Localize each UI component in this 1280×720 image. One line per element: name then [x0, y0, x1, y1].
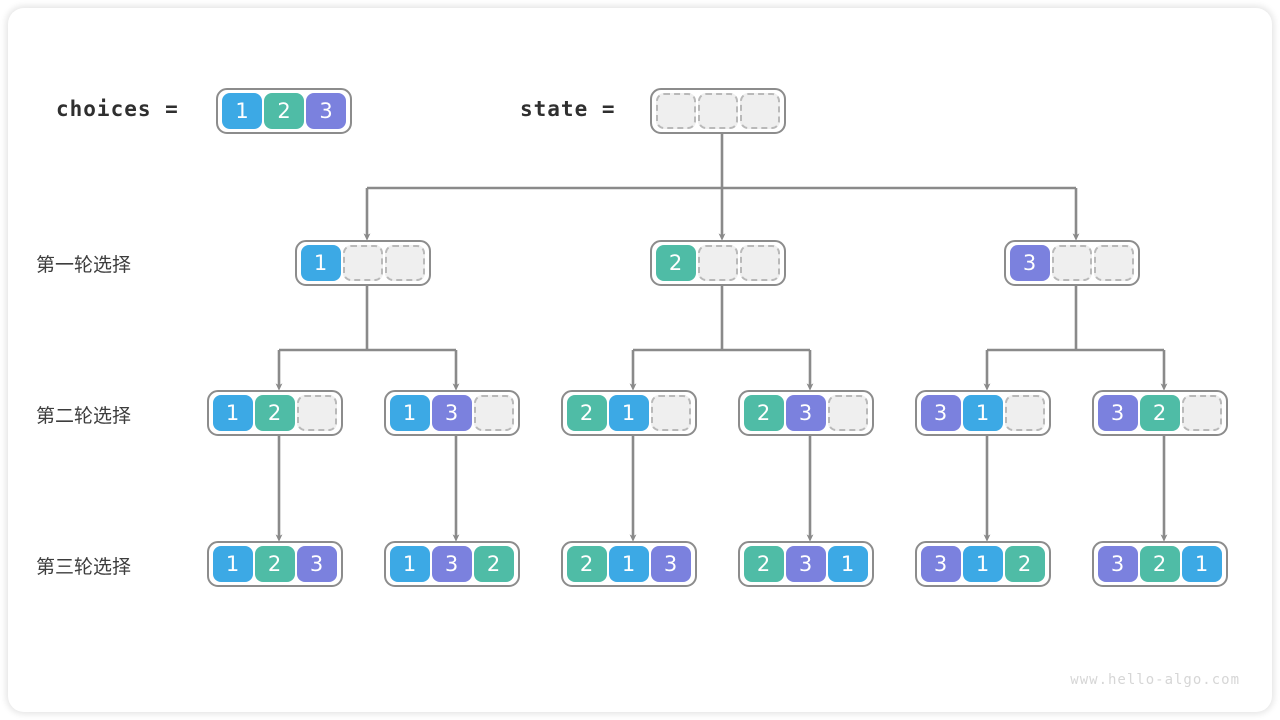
level-1-node-2-empty-cell-2: [739, 245, 780, 281]
level-2-node-3-cell-0: 2: [566, 395, 607, 431]
level-2-node-2-empty-cell-2: [473, 395, 514, 431]
level-2-node-3-cell-1: 1: [608, 395, 649, 431]
level-2-node-4-cell-1: 3: [785, 395, 826, 431]
state-node-level-1-2: 2: [649, 240, 786, 286]
level-1-node-2-cell-0: 2: [655, 245, 696, 281]
level-2-node-3-empty-cell-2: [650, 395, 691, 431]
level-1-node-1-empty-cell-2: [384, 245, 425, 281]
row-label-round-2: 第二轮选择: [36, 405, 132, 427]
state-empty-cell-1: [698, 93, 738, 129]
level-3-node-3-cell-2: 3: [650, 546, 691, 582]
level-3-node-1-cell-2: 3: [296, 546, 337, 582]
state-array: [650, 88, 786, 134]
level-2-node-1-cell-1: 2: [254, 395, 295, 431]
level-3-node-2-cell-2: 2: [473, 546, 514, 582]
state-empty-cell-0: [656, 93, 696, 129]
level-2-node-5-cell-0: 3: [920, 395, 961, 431]
level-1-node-1-cell-0: 1: [300, 245, 341, 281]
level-1-node-2-empty-cell-1: [697, 245, 738, 281]
choices-cell-1: 2: [264, 93, 304, 129]
level-3-node-1-cell-1: 2: [254, 546, 295, 582]
level-2-node-6-cell-0: 3: [1097, 395, 1138, 431]
level-3-node-3-cell-1: 1: [608, 546, 649, 582]
state-node-level-1-3: 3: [1003, 240, 1140, 286]
level-3-node-1-cell-0: 1: [212, 546, 253, 582]
level-2-node-1-empty-cell-2: [296, 395, 337, 431]
state-label: state =: [520, 97, 616, 121]
level-3-node-2-cell-1: 3: [431, 546, 472, 582]
level-3-node-6-cell-2: 1: [1181, 546, 1222, 582]
level-2-node-1-cell-0: 1: [212, 395, 253, 431]
choices-cell-0: 1: [222, 93, 262, 129]
level-3-node-6-cell-1: 2: [1139, 546, 1180, 582]
level-3-node-6-cell-0: 3: [1097, 546, 1138, 582]
level-2-node-4-cell-0: 2: [743, 395, 784, 431]
level-1-node-3-empty-cell-1: [1051, 245, 1092, 281]
level-3-node-4-cell-0: 2: [743, 546, 784, 582]
row-label-round-1: 第一轮选择: [36, 254, 132, 276]
level-2-node-5-empty-cell-2: [1004, 395, 1045, 431]
level-3-node-5-cell-0: 3: [920, 546, 961, 582]
level-3-node-5-cell-2: 2: [1004, 546, 1045, 582]
level-2-node-2-cell-0: 1: [389, 395, 430, 431]
level-1-node-1-empty-cell-1: [342, 245, 383, 281]
level-3-node-4-cell-1: 3: [785, 546, 826, 582]
level-3-node-4-cell-2: 1: [827, 546, 868, 582]
choices-cell-2: 3: [306, 93, 346, 129]
level-3-node-5-cell-1: 1: [962, 546, 1003, 582]
level-1-node-3-empty-cell-2: [1093, 245, 1134, 281]
choices-label: choices =: [56, 97, 179, 121]
level-2-node-6-empty-cell-2: [1181, 395, 1222, 431]
level-3-node-2-cell-0: 1: [389, 546, 430, 582]
level-3-node-3-cell-0: 2: [566, 546, 607, 582]
level-2-node-6-cell-1: 2: [1139, 395, 1180, 431]
state-node-level-1-1: 1: [294, 240, 431, 286]
watermark: www.hello-algo.com: [1070, 672, 1240, 688]
level-1-node-3-cell-0: 3: [1009, 245, 1050, 281]
row-label-round-3: 第三轮选择: [36, 556, 132, 578]
level-2-node-2-cell-1: 3: [431, 395, 472, 431]
level-2-node-5-cell-1: 1: [962, 395, 1003, 431]
state-empty-cell-2: [740, 93, 780, 129]
level-2-node-4-empty-cell-2: [827, 395, 868, 431]
